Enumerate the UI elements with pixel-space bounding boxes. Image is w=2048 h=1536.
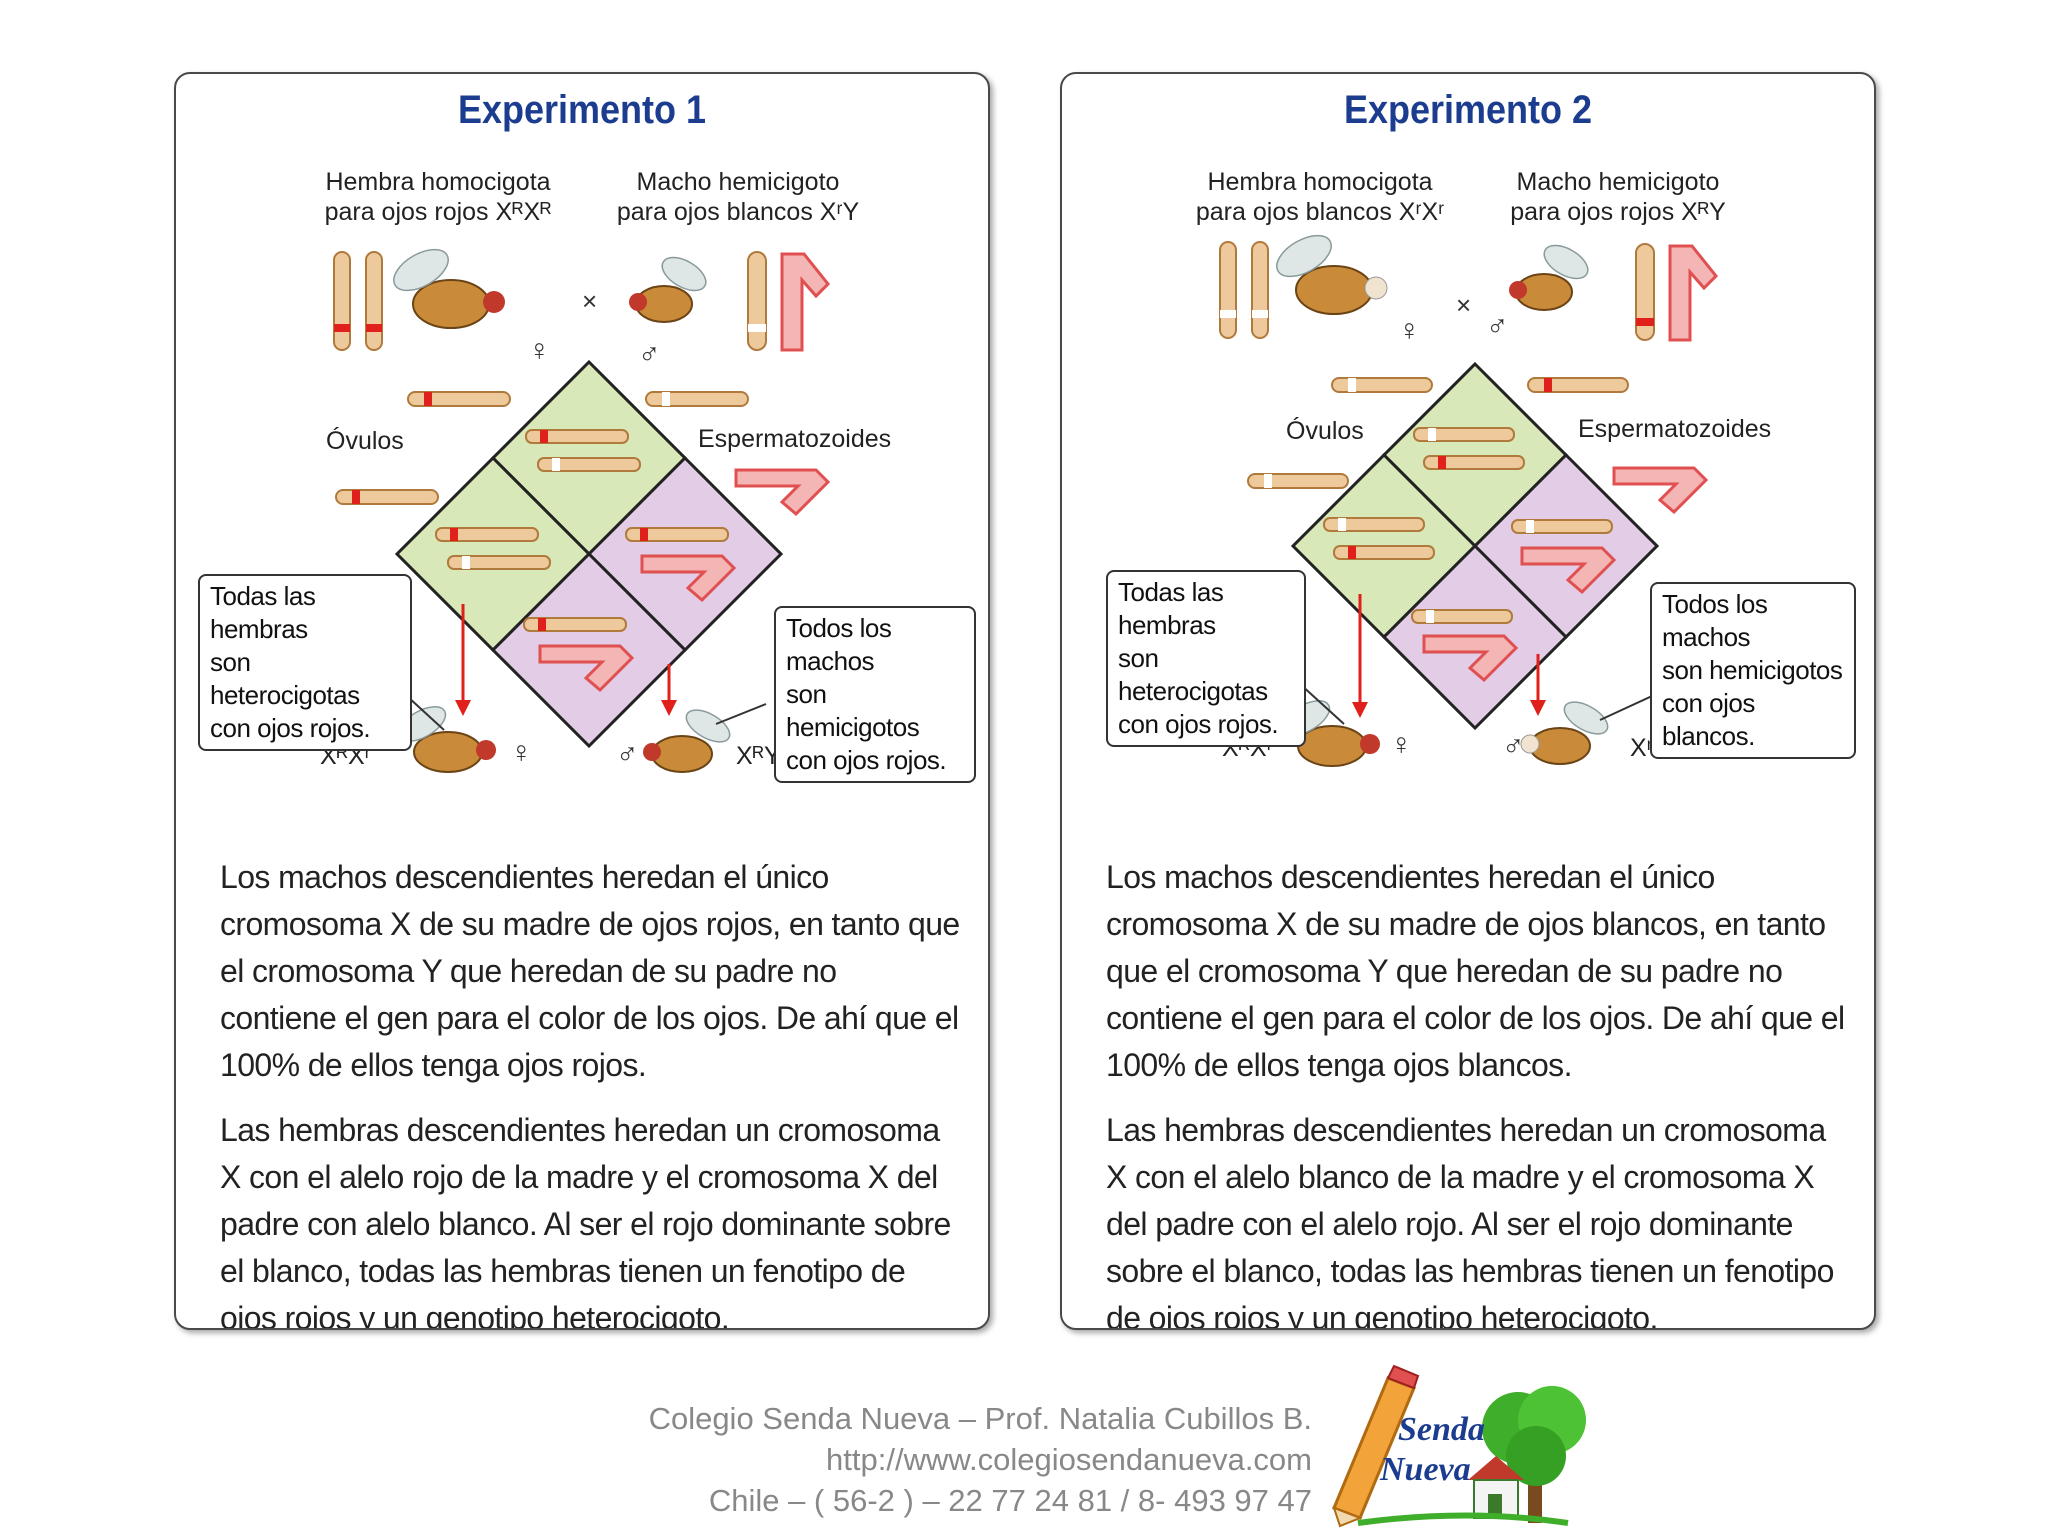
punnett-diagram: Hembra homocigota para ojos rojos XᴿXᴿ M… (320, 168, 891, 773)
male-parent-chromosomes (1635, 243, 1719, 342)
male-offspring-callout: Todos los machos son hemicigotos con ojo… (1650, 582, 1856, 759)
paragraph-males: Los machos descendientes heredan el únic… (1106, 859, 1845, 1083)
cross-symbol: × (582, 286, 597, 316)
paragraph-females: Las hembras descendientes heredan un cro… (220, 1112, 951, 1330)
male-offspring-fly-icon (1520, 701, 1609, 765)
logo-text-line1: Senda (1398, 1411, 1485, 1448)
cross-symbol: × (1456, 290, 1471, 320)
logo-text-line2: Nueva (1379, 1451, 1471, 1488)
male-offspring-symbol: ♂ (1502, 730, 1525, 763)
ovules-label: Óvulos (326, 426, 404, 455)
female-offspring-callout: Todas las hembras son heterocigotas con … (198, 574, 412, 751)
footer: Colegio Senda Nueva – Prof. Natalia Cubi… (560, 1398, 1312, 1521)
senda-nueva-logo: Senda Nueva (1332, 1364, 1586, 1528)
footer-url[interactable]: http://www.colegiosendanueva.com (826, 1442, 1312, 1477)
male-fly-icon (1509, 244, 1589, 311)
female-symbol: ♀ (1398, 314, 1421, 347)
footer-school: Colegio Senda Nueva – Prof. Natalia Cubi… (648, 1401, 1312, 1436)
sperm-label: Espermatozoides (698, 425, 891, 453)
female-offspring-symbol: ♀ (1390, 728, 1413, 761)
gamete-chromosomes (335, 391, 831, 517)
male-parent-label-1: Macho hemicigoto (1517, 168, 1720, 196)
house-icon (1468, 1456, 1524, 1519)
male-parent-label-2: para ojos blancos XʳY (617, 198, 860, 226)
footer-phone: Chile – ( 56-2 ) – 22 77 24 81 / 8- 493 … (708, 1483, 1312, 1518)
punnett-square (1290, 361, 1660, 731)
pencil-icon (1332, 1364, 1420, 1528)
punnett-square (394, 359, 784, 749)
female-offspring-symbol: ♀ (510, 736, 533, 769)
panel-title: Experimento 1 (457, 88, 707, 132)
paragraph-females: Las hembras descendientes heredan un cro… (1106, 1112, 1834, 1330)
panel-title: Experimento 2 (1343, 88, 1593, 132)
female-fly-icon (393, 248, 505, 329)
experiment-1-panel: Experimento 1 Hembra homocigota para ojo… (174, 72, 990, 1330)
male-symbol: ♂ (638, 338, 661, 371)
cell-chromosomes (1323, 427, 1617, 683)
offspring-arrows (455, 604, 677, 716)
male-fly-icon (629, 256, 707, 323)
explanation-text: Los machos descendientes heredan el únic… (220, 854, 960, 1330)
experiment-2-panel: Experimento 2 Hembra homocigota para ojo… (1060, 72, 1876, 1330)
female-parent-label-2: para ojos rojos XᴿXᴿ (325, 198, 552, 226)
explanation-text: Los machos descendientes heredan el únic… (1106, 854, 1846, 1330)
female-parent-chromosomes (1219, 241, 1269, 339)
punnett-diagram: Hembra homocigota para ojos blancos XʳXʳ… (1196, 168, 1771, 767)
gamete-chromosomes (1247, 377, 1709, 515)
male-parent-chromosomes (747, 251, 831, 352)
cell-chromosomes (435, 429, 737, 693)
male-symbol: ♂ (1486, 310, 1509, 343)
male-offspring-fly-icon (643, 709, 731, 773)
offspring-arrows (1352, 594, 1546, 718)
ovules-label: Óvulos (1286, 416, 1364, 445)
female-parent-label-2: para ojos blancos XʳXʳ (1196, 198, 1444, 226)
tree-icon (1482, 1386, 1586, 1523)
male-offspring-genotype: XᴿY (736, 742, 781, 770)
female-parent-label-1: Hembra homocigota (325, 168, 550, 196)
male-parent-label-1: Macho hemicigoto (637, 168, 840, 196)
female-fly-icon (1276, 234, 1388, 315)
female-symbol: ♀ (528, 334, 551, 367)
paragraph-males: Los machos descendientes heredan el únic… (220, 859, 960, 1083)
female-parent-chromosomes (333, 251, 383, 351)
male-offspring-symbol: ♂ (616, 738, 639, 771)
female-parent-label-1: Hembra homocigota (1207, 168, 1432, 196)
sperm-label: Espermatozoides (1578, 415, 1771, 443)
male-offspring-callout: Todos los machos son hemicigotos con ojo… (774, 606, 976, 783)
female-offspring-callout: Todas las hembras son heterocigotas con … (1106, 570, 1306, 747)
male-parent-label-2: para ojos rojos XᴿY (1510, 198, 1726, 226)
